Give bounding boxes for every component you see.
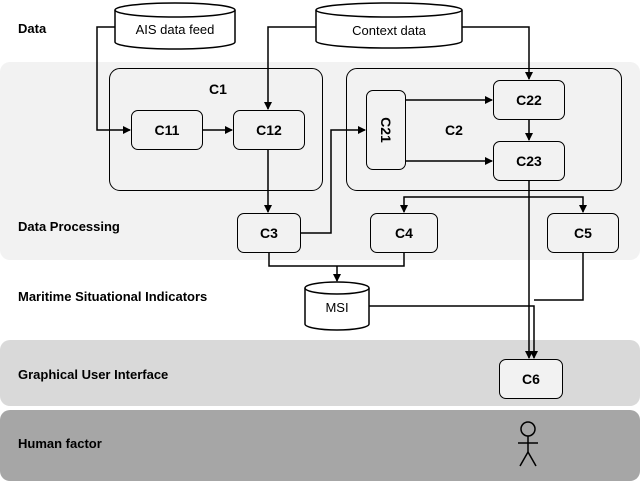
edge-c3-msi <box>268 253 337 267</box>
msi-database-icon <box>304 281 370 331</box>
component-c3: C3 <box>237 213 301 253</box>
ais-data-feed-label: AIS data feed <box>135 22 215 37</box>
layer-label-gui: Graphical User Interface <box>18 367 169 382</box>
edge-msi-c6 <box>369 305 538 359</box>
layer-label-indicators: Maritime Situational Indicators <box>18 289 208 304</box>
context-data-label: Context data <box>352 23 426 38</box>
group-c2-label: C2 <box>445 122 463 138</box>
stick-figure-icon <box>518 421 538 467</box>
component-c4: C4 <box>370 213 438 253</box>
layer-label-processing: Data Processing <box>18 219 120 234</box>
component-c23: C23 <box>493 141 565 181</box>
edge-c4-msi <box>337 253 405 267</box>
component-c12: C12 <box>233 110 305 150</box>
layer-label-human: Human factor <box>18 436 102 451</box>
component-c21: C21 <box>366 90 406 170</box>
ais-database-icon <box>114 2 236 50</box>
edge-c23-c4 <box>400 181 530 213</box>
human-factor-band <box>0 410 640 481</box>
edge-context-c22 <box>462 26 533 80</box>
component-c6: C6 <box>499 359 563 399</box>
layer-label-data: Data <box>18 21 47 36</box>
component-c5: C5 <box>547 213 619 253</box>
group-c1-label: C1 <box>209 81 227 97</box>
edge-ais-c11 <box>96 26 131 134</box>
component-c11: C11 <box>131 110 203 150</box>
edge-context-c12 <box>264 26 316 110</box>
edge-c5-c6 <box>534 253 584 301</box>
edge-c23-c5 <box>529 196 587 213</box>
edge-c3-c21 <box>301 126 366 234</box>
component-c22: C22 <box>493 80 565 120</box>
msi-label: MSI <box>325 300 349 315</box>
context-database-icon <box>315 2 463 49</box>
